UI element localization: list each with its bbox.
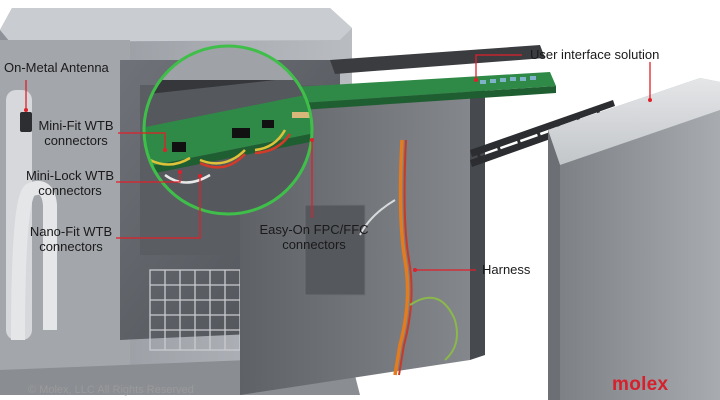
label-text: Nano-Fit WTB	[29, 224, 113, 239]
label-text: Easy-On FPC/FFC	[259, 222, 369, 237]
label-text: connectors	[39, 239, 103, 254]
label-text: User interface solution	[530, 47, 660, 62]
wire-harness	[359, 139, 458, 376]
front-door-panel	[548, 78, 720, 400]
label-text: connectors	[38, 183, 102, 198]
label-text: Mini-Lock WTB	[25, 168, 115, 183]
label-harness: Harness	[482, 262, 530, 277]
label-nano-fit-wtb: Nano-Fit WTB connectors	[24, 224, 118, 254]
label-text: Mini-Fit WTB	[38, 118, 114, 133]
callout-leaders	[25, 54, 651, 271]
label-text: connectors	[282, 237, 346, 252]
callout-dots	[24, 78, 652, 272]
label-text: On-Metal Antenna	[4, 60, 109, 75]
label-on-metal-antenna: On-Metal Antenna	[4, 60, 109, 75]
label-easy-on-fpc-ffc: Easy-On FPC/FFC connectors	[255, 222, 373, 252]
molex-logo: molex	[612, 374, 669, 395]
label-mini-lock-wtb: Mini-Lock WTB connectors	[22, 168, 118, 198]
label-user-interface-solution: User interface solution	[530, 47, 659, 62]
label-mini-fit-wtb: Mini-Fit WTB connectors	[34, 118, 118, 148]
label-text: Harness	[482, 262, 531, 277]
antenna-patch	[20, 112, 32, 132]
label-text: connectors	[44, 133, 108, 148]
copyright-notice: © Molex, LLC All Rights Reserved	[28, 384, 194, 396]
